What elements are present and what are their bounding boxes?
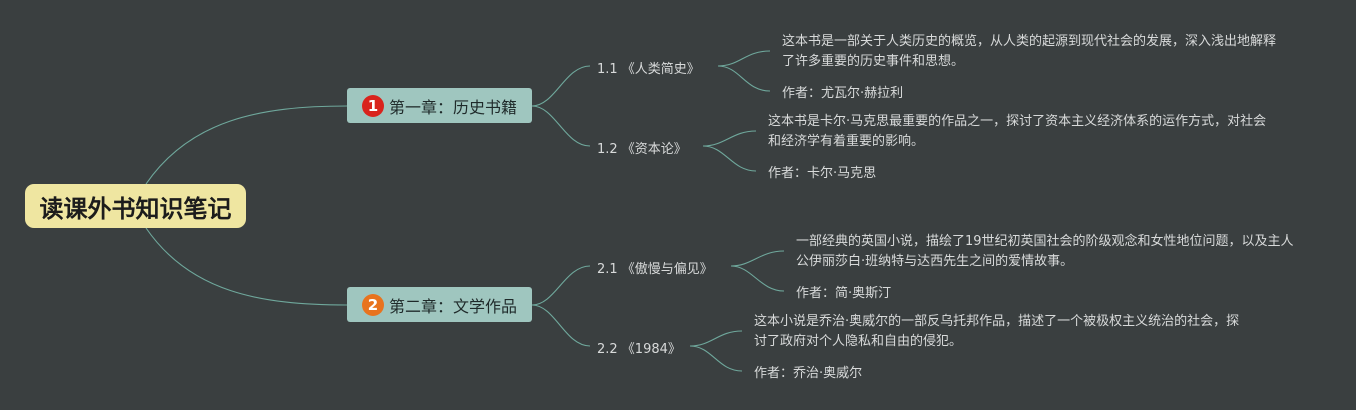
connector-chapter2-book2 xyxy=(531,304,591,347)
connector-book21-author xyxy=(730,265,785,292)
chapter-2-title: 第二章：文学作品 xyxy=(389,296,518,316)
book-2-2-node[interactable]: 2.2 《1984》 xyxy=(597,342,681,357)
connector-book21-desc xyxy=(730,250,785,267)
book-2-2-author[interactable]: 作者：乔治·奥威尔 xyxy=(754,366,863,381)
connector-root-chapter2 xyxy=(145,227,348,306)
root-topic[interactable]: 读课外书知识笔记 xyxy=(25,184,246,228)
connector-chapter1-book1 xyxy=(531,65,591,107)
connector-book11-desc xyxy=(717,50,771,67)
chapter-1-number-badge: 1 xyxy=(362,94,384,117)
connector-book12-desc xyxy=(702,130,757,147)
book-2-2-description[interactable]: 这本小说是乔治·奥威尔的一部反乌托邦作品，描述了一个被极权主义统治的社会，探讨了… xyxy=(754,314,1240,349)
connector-chapter1-book2 xyxy=(531,105,591,147)
connector-book12-author xyxy=(702,145,757,172)
book-1-1-description[interactable]: 这本书是一部关于人类历史的概览，从人类的起源到现代社会的发展，深入浅出地解释了许… xyxy=(782,34,1277,69)
book-2-1-description[interactable]: 一部经典的英国小说，描绘了19世纪初英国社会的阶级观念和女性地位问题，以及主人公… xyxy=(796,234,1294,269)
book-1-2-author[interactable]: 作者：卡尔·马克思 xyxy=(768,166,877,181)
root-title: 读课外书知识笔记 xyxy=(39,194,232,223)
book-2-1-node[interactable]: 2.1 《傲慢与偏见》 xyxy=(597,262,713,277)
book-1-2-description[interactable]: 这本书是卡尔·马克思最重要的作品之一，探讨了资本主义经济体系的运作方式，对社会和… xyxy=(768,114,1267,149)
chapter-1-title: 第一章：历史书籍 xyxy=(389,97,518,117)
chapter-2-node[interactable]: 2 第二章：文学作品 xyxy=(347,287,532,322)
book-2-1-author[interactable]: 作者：简·奥斯汀 xyxy=(796,286,892,301)
book-1-1-node[interactable]: 1.1 《人类简史》 xyxy=(597,62,700,77)
connector-root-chapter1 xyxy=(145,105,348,185)
chapter-2-number-badge: 2 xyxy=(362,293,384,316)
connector-chapter2-book1 xyxy=(531,265,591,306)
book-1-2-node[interactable]: 1.2 《资本论》 xyxy=(597,142,687,157)
chapter-1-node[interactable]: 1 第一章：历史书籍 xyxy=(347,88,532,123)
connector-book11-author xyxy=(717,65,771,92)
book-1-1-author[interactable]: 作者：尤瓦尔·赫拉利 xyxy=(782,86,904,101)
connector-book22-author xyxy=(689,345,743,372)
connector-book22-desc xyxy=(689,330,743,347)
